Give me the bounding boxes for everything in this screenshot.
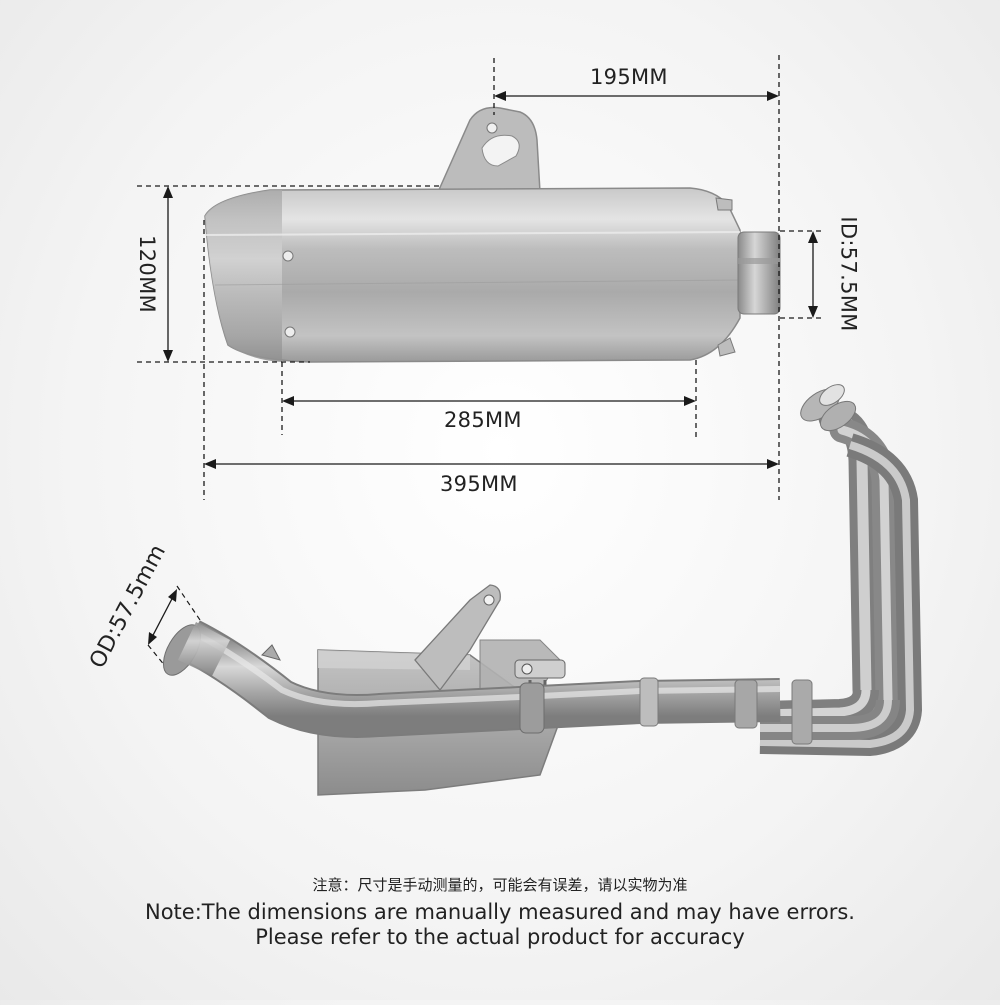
dim-label-id: ID:57.5MM	[836, 216, 861, 332]
dim-label-285: 285MM	[444, 408, 522, 432]
dim-label-395: 395MM	[440, 472, 518, 496]
dim-line-od	[149, 592, 176, 642]
note-chinese: 注意：尺寸是手动测量的，可能会有误差，请以实物为准	[312, 876, 688, 894]
dim-label-120: 120MM	[134, 235, 159, 313]
dimension-arrowheads	[148, 91, 818, 645]
dimension-guides	[137, 55, 822, 642]
dim-label-195: 195MM	[590, 65, 668, 89]
link-pipe-assembly	[162, 584, 813, 796]
pipe-joint	[519, 682, 545, 734]
note-english-line1: Note:The dimensions are manually measure…	[144, 900, 855, 924]
muffler	[204, 106, 781, 363]
header-flanges	[800, 384, 857, 432]
header-pipes	[759, 384, 923, 757]
note-english-line2: Please refer to the actual product for a…	[255, 925, 745, 949]
